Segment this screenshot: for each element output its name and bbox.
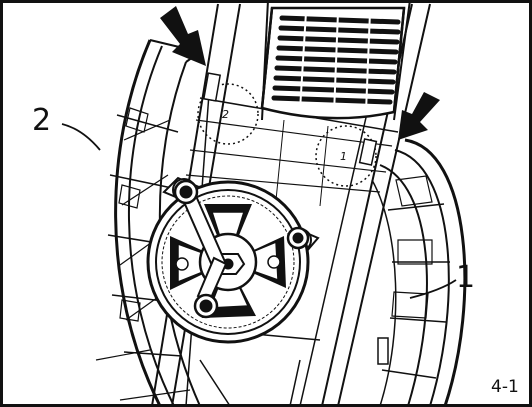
leader-lines (61, 123, 457, 299)
leader-item-1 (409, 279, 457, 299)
wheel-hub (146, 180, 310, 344)
figure-label: 4-1 (491, 377, 519, 397)
screw-bottom (193, 293, 219, 319)
screw-top (173, 179, 199, 205)
slotted-cylinder (260, 6, 406, 120)
circle-mark-lower: 1 (340, 150, 347, 163)
callout-item-1: 1 (456, 260, 475, 295)
callout-item-2: 2 (32, 103, 51, 138)
arrow-top-left (160, 6, 206, 66)
screws (173, 179, 310, 319)
leader-item-2 (61, 123, 101, 151)
right-frame (371, 138, 467, 407)
screw-right (286, 226, 310, 250)
arrow-right (398, 92, 440, 140)
dotted-circle-upper: 2 (197, 72, 259, 145)
dotted-circle-lower: 1 (315, 125, 378, 187)
circle-mark-upper: 2 (222, 108, 229, 121)
